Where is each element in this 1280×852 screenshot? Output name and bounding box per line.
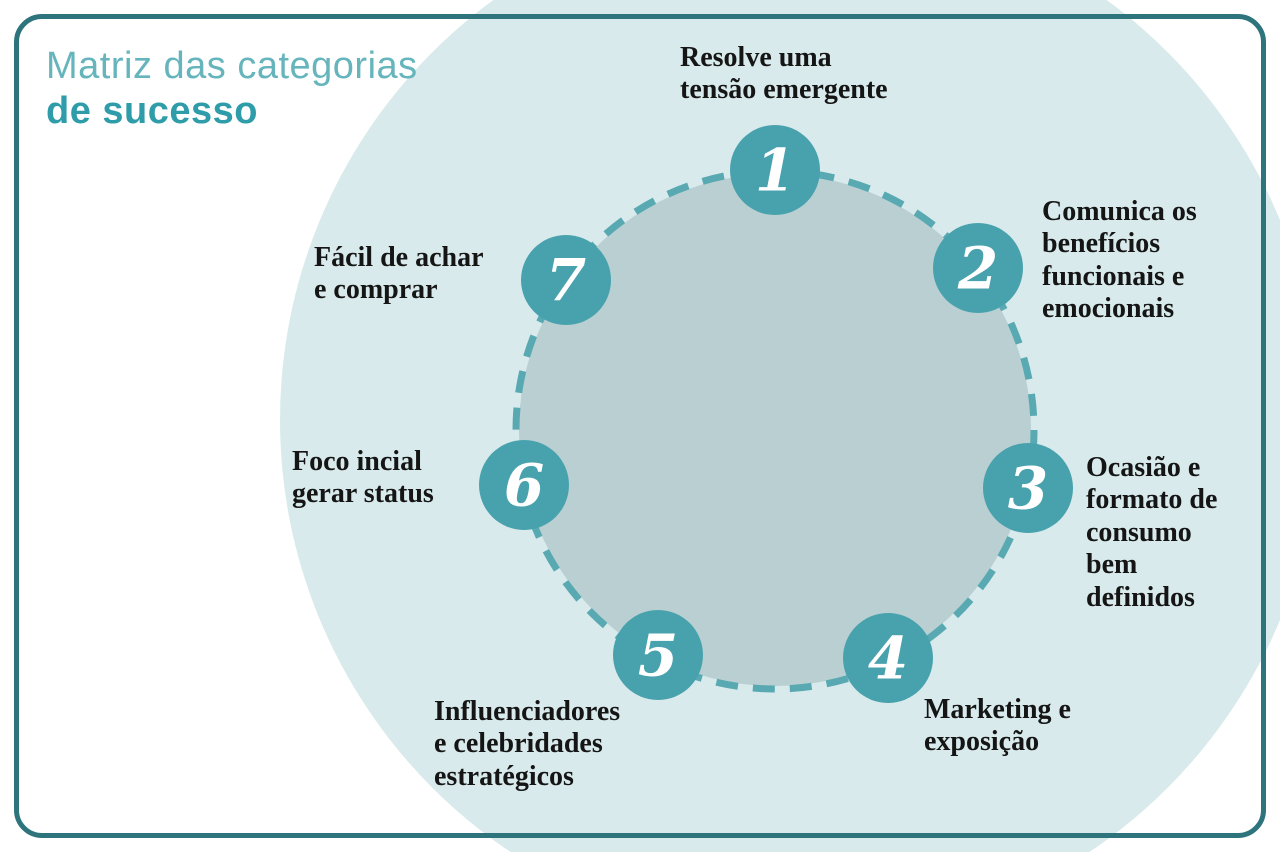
node-5: 5: [613, 610, 703, 700]
label-5: Influenciadores e celebridades estratégi…: [434, 696, 621, 792]
node-circle-4: [843, 613, 933, 703]
label-1: Resolve uma tensão emergente: [680, 42, 888, 106]
label-2: Comunica os benefícios funcionais e emoc…: [1042, 196, 1197, 325]
page-title-line2: de sucesso: [46, 89, 258, 132]
page-title-line1: Matriz das categorias: [46, 45, 418, 87]
node-number-3: 3: [1008, 454, 1048, 522]
node-2: 2: [933, 223, 1023, 313]
node-number-4: 4: [868, 624, 908, 692]
page-title: Matriz das categorias de sucesso: [46, 44, 418, 133]
node-circle-5: [613, 610, 703, 700]
node-number-2: 2: [957, 234, 998, 302]
node-6: 6: [479, 440, 569, 530]
node-number-7: 7: [546, 246, 586, 314]
label-6: Foco incial gerar status: [292, 446, 434, 510]
node-circle-3: [983, 443, 1073, 533]
node-7: 7: [521, 235, 611, 325]
node-number-6: 6: [504, 451, 544, 519]
inner-circle: [519, 174, 1031, 686]
dashed-ring: [512, 167, 1038, 693]
node-circle-7: [521, 235, 611, 325]
node-1: 1: [730, 125, 820, 215]
label-3: Ocasião e formato de consumo bem definid…: [1086, 452, 1218, 613]
label-4: Marketing e exposição: [924, 694, 1071, 758]
node-3: 3: [983, 443, 1073, 533]
label-7: Fácil de achar e comprar: [314, 242, 484, 306]
node-circle-2: [933, 223, 1023, 313]
node-circle-1: [730, 125, 820, 215]
node-circle-6: [479, 440, 569, 530]
node-number-1: 1: [755, 136, 795, 204]
node-number-5: 5: [638, 621, 678, 689]
node-4: 4: [843, 613, 933, 703]
